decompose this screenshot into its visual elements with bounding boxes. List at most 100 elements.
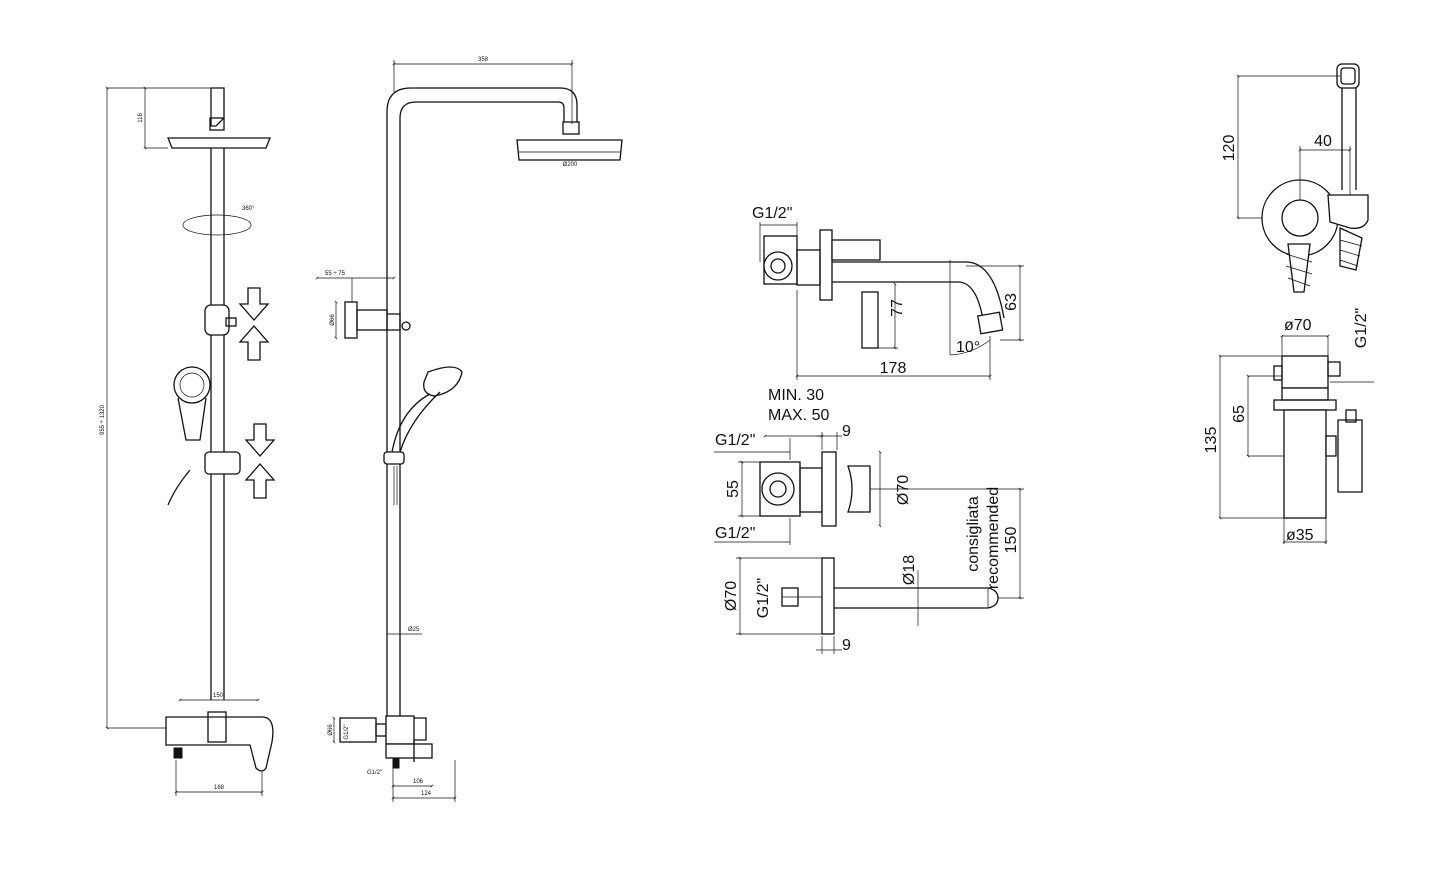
overhead-arm-inner [399,101,565,720]
hand-spray-right-grip [1339,239,1363,267]
bracket-clamp [387,313,401,331]
rotation-symbol [182,214,252,236]
valve-connection-core [770,258,786,274]
dim-120: 120 [1221,135,1238,162]
view-spout-embedded: Ø70 G1/2" Ø18 9 [723,555,1024,654]
connection-nut [375,723,387,737]
dim-9-bottom: 9 [842,637,851,654]
dim-adjust-range: 55 ÷ 75 [325,271,346,277]
dim-77: 77 [889,299,906,317]
dim-height: 116 [138,113,144,123]
mixer-diverter [207,711,227,743]
dim-mixer-centers: 150 [213,693,224,699]
hand-spray-left-grip [1285,253,1313,287]
side-hand-shower-handle-inner [399,391,441,453]
diverter-lever [1337,419,1363,493]
arm-elbow [210,87,225,127]
mixer-lever-handle [861,291,879,349]
dim-connection-thread: G1/2" [344,724,350,739]
overhead-arm-outer [386,87,578,720]
thread-upper: G1/2" [715,432,755,449]
body-inlet-ring [761,472,795,506]
head-connector [209,117,225,131]
dim-bar-diameter: Ø25 [408,627,420,633]
wall-bracket-plate [344,301,358,339]
view-diverter-side: ø70 G1/2" 65 135 ø35 [1203,308,1374,544]
diverter-knob [1281,199,1319,237]
dim-178: 178 [880,360,907,377]
dim-9-top: 9 [842,423,851,440]
view-embedded-body-top: MIN. 30 MAX. 50 9 G1/2" 55 Ø70 G1/2" con… [714,387,1024,600]
thread: G1/2" [1353,308,1370,348]
side-spout [385,743,433,759]
dim-spout-106: 106 [413,779,424,785]
recommended-it: consigliata [965,496,982,572]
valve-sleeve [796,249,821,286]
embedded-plate [821,451,837,527]
thread-top: G1/2" [752,205,792,222]
side-head-connector [562,121,580,135]
hand-shower-head [173,366,211,404]
dim-arm-length: 358 [478,57,489,63]
side-hand-shower-handle [391,393,431,453]
view-shower-column-side: Ø200 358 55 ÷ 75 Ø66 Ø25 Ø66 G1 [315,57,623,802]
spout-bottom [832,281,985,327]
recommended-en: recommended [985,487,1002,589]
dim-head-diameter: Ø200 [563,162,578,168]
dim-d18: Ø18 [901,555,918,585]
view-wall-mixer-side: G1/2" 77 63 10° 178 [752,205,1024,380]
dim-mixer-width: 168 [214,785,225,791]
body-inlet-core [769,480,787,498]
stem-side-port [1325,435,1337,457]
side-mixer-body [385,715,415,745]
dim-135: 135 [1203,427,1220,454]
dim-connection-diameter: Ø66 [328,724,334,736]
wall-outlet-inner [1340,67,1356,85]
body-side-outlet [1327,361,1341,377]
rain-shower-head [167,137,271,149]
dim-d70: ø70 [1284,317,1312,334]
embedded-handle [847,465,871,513]
diverter-body-top [1281,355,1329,389]
shower-hose [167,469,191,506]
spout-plate [821,557,835,635]
dim-d70: Ø70 [723,581,740,611]
thread: G1/2" [755,578,772,618]
min-label: MIN. 30 [768,387,824,404]
dim-40: 40 [1314,133,1332,150]
dim-spout-124: 124 [421,791,432,797]
body-sleeve [799,467,823,513]
dim-65: 65 [1231,405,1248,423]
body-side-nut [1273,365,1283,381]
spout-aerator [977,311,1004,335]
bracket-screw [401,321,411,331]
hose-holder [1327,194,1369,229]
side-rain-head [516,139,623,161]
diverter-collar [1281,387,1329,401]
height-bracket [204,304,230,336]
arrow-down-icon [244,423,276,457]
hand-shower-face [179,372,205,398]
thread-lower: G1/2" [715,525,755,542]
side-hose [393,466,398,505]
dim-d70: Ø70 [895,475,912,505]
arrow-up-icon [238,325,270,361]
thermostatic-mixer [165,716,274,772]
spout-outlet [392,757,400,769]
view-diverter-front: 120 40 [1221,63,1369,293]
wall-bracket-arm [356,309,388,331]
spout-pipe [834,587,999,609]
dim-base-thread: G1/2" [367,770,382,776]
dim-total-height: 955 ÷ 1320 [100,404,106,435]
side-hand-shower-head [423,366,463,397]
dim-bracket-diameter: Ø66 [330,314,336,326]
dim-rotation: 360° [242,206,255,212]
dim-d35: ø35 [1286,527,1314,544]
arrow-up-icon [244,463,276,499]
angle-arc [949,339,991,356]
dim-63: 63 [1003,293,1020,311]
spout-top [832,261,1005,319]
valve-connection-ring [763,251,793,281]
lever-cap [1345,409,1357,423]
